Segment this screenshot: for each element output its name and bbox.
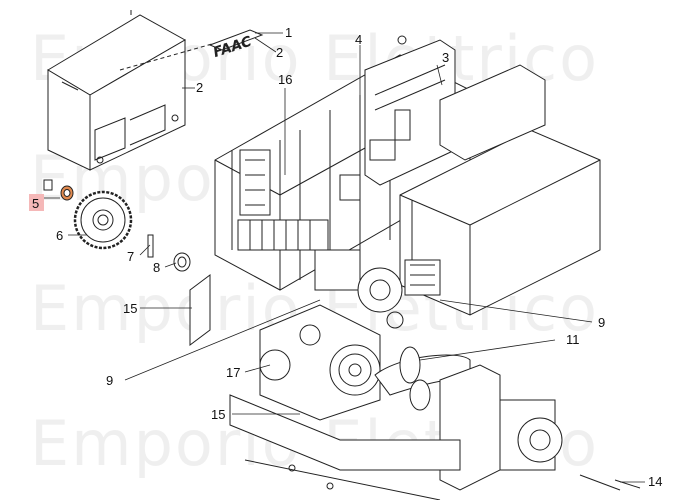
terminal-board xyxy=(237,149,329,251)
callout-3[interactable]: 3 xyxy=(442,50,449,65)
callout-15-lower[interactable]: 15 xyxy=(211,407,225,422)
callout-7[interactable]: 7 xyxy=(127,249,134,264)
callout-4[interactable]: 4 xyxy=(355,32,362,47)
motor-assembly xyxy=(314,249,441,329)
callout-14[interactable]: 14 xyxy=(648,474,662,489)
faac-logo-plate xyxy=(119,29,264,71)
callout-2-logo[interactable]: 2 xyxy=(276,45,283,60)
washer-part xyxy=(43,179,74,201)
drawing-lines xyxy=(43,10,641,500)
drive-gear xyxy=(73,190,133,250)
callout-16[interactable]: 16 xyxy=(278,72,292,87)
gearbox xyxy=(259,304,381,421)
callout-labels: 1 2 2 3 4 5 6 7 8 9 9 11 14 15 15 16 17 xyxy=(32,25,662,489)
cover-housing xyxy=(47,10,187,171)
output-arm xyxy=(439,364,641,491)
base-plate xyxy=(189,274,461,500)
callout-11[interactable]: 11 xyxy=(566,332,580,347)
callout-15-upper[interactable]: 15 xyxy=(123,301,137,316)
callout-6[interactable]: 6 xyxy=(56,228,63,243)
callout-9-right[interactable]: 9 xyxy=(598,315,605,330)
callout-9-left[interactable]: 9 xyxy=(106,373,113,388)
selected-part-highlight xyxy=(29,194,44,211)
pin-and-seal xyxy=(147,234,191,272)
callout-17[interactable]: 17 xyxy=(226,365,240,380)
callout-2-cover[interactable]: 2 xyxy=(196,80,203,95)
callout-1[interactable]: 1 xyxy=(285,25,292,40)
leader-lines xyxy=(44,32,645,483)
callout-5[interactable]: 5 xyxy=(32,196,39,211)
callout-8[interactable]: 8 xyxy=(153,260,160,275)
